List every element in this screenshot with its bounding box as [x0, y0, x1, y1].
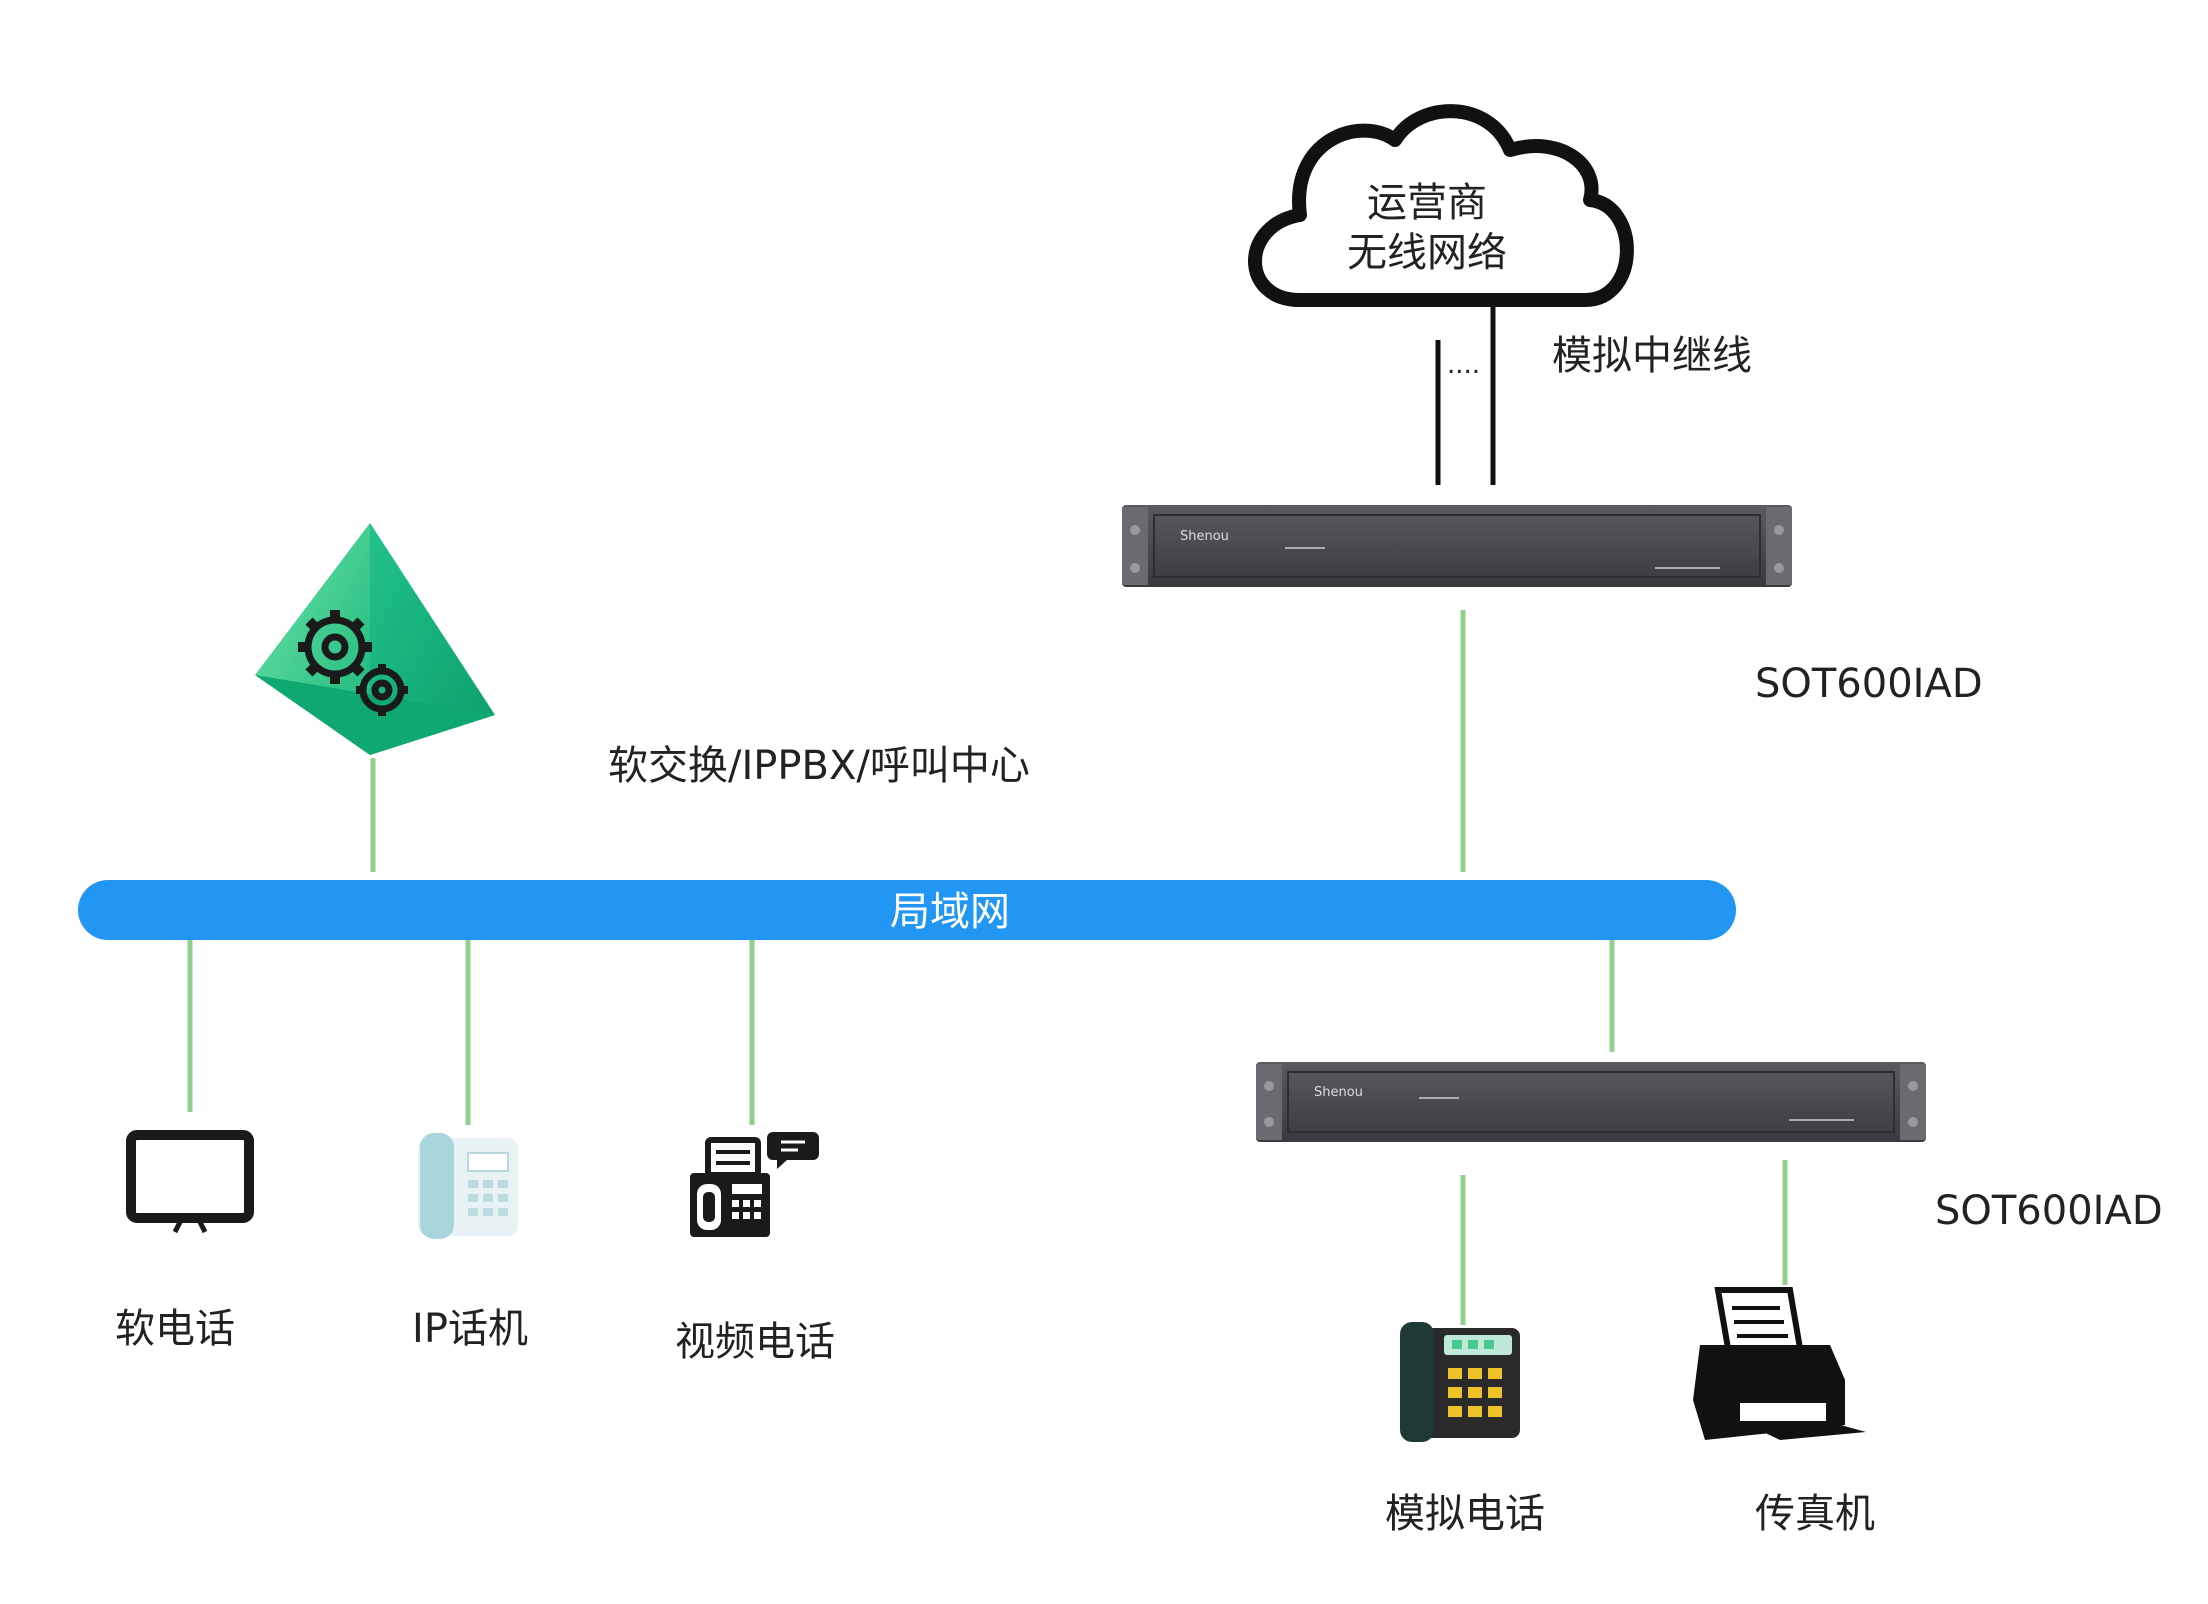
lan-bar — [78, 880, 1736, 940]
softswitch-pyramid-icon — [255, 523, 495, 755]
analog-trunk-lines — [1435, 300, 1496, 485]
trunk-dots: .... — [1447, 350, 1481, 380]
ip-phone-icon — [418, 1133, 518, 1239]
analog-phone-icon — [1400, 1322, 1520, 1442]
carrier-cloud-icon — [1248, 104, 1634, 307]
softphone-monitor-icon — [126, 1130, 254, 1234]
fax-machine-icon — [1693, 1287, 1866, 1440]
ip-phone-label: IP话机 — [412, 1306, 528, 1352]
iad-top-model-label: SOT600IAD — [1755, 661, 1983, 707]
softswitch-label: 软交换/IPPBX/呼叫中心 — [608, 743, 1030, 789]
gear-icon — [298, 610, 408, 716]
analog-phone-label: 模拟电话 — [1385, 1491, 1545, 1537]
network-links — [187, 610, 1788, 1325]
trunk-label: 模拟中继线 — [1552, 333, 1752, 379]
fax-label: 传真机 — [1755, 1491, 1875, 1537]
carrier-network-label: 运营商 无线网络 — [1347, 178, 1507, 278]
iad-device-top-icon — [1122, 505, 1792, 587]
iad-top-brand: Shenou — [1180, 529, 1229, 544]
carrier-label-line1: 运营商 — [1367, 180, 1487, 226]
video-phone-icon — [690, 1132, 819, 1237]
video-phone-label: 视频电话 — [675, 1319, 835, 1365]
softphone-label: 软电话 — [115, 1306, 235, 1352]
lan-label: 局域网 — [890, 889, 1010, 935]
iad-device-bottom-icon — [1256, 1062, 1926, 1142]
iad-bottom-model-label: SOT600IAD — [1935, 1188, 2163, 1234]
iad-bottom-brand: Shenou — [1314, 1085, 1363, 1100]
carrier-label-line2: 无线网络 — [1347, 230, 1507, 276]
